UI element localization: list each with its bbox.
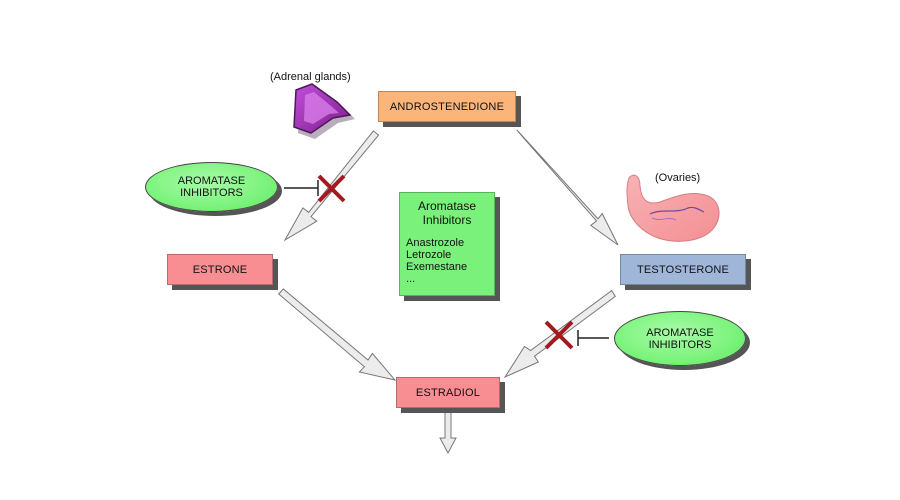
node-testosterone: TESTOSTERONE <box>620 254 746 285</box>
inhibitor-right-line2: INHIBITORS <box>648 338 712 351</box>
block-cross-left <box>317 174 346 203</box>
inhibitor-left-line1: AROMATASE <box>177 175 246 187</box>
drug-ellipsis: ... <box>406 273 416 285</box>
ovary-icon <box>626 174 720 242</box>
adrenal-gland-icon <box>293 83 355 139</box>
inhibitor-right-line1: AROMATASE <box>646 326 714 339</box>
drug-letrozole: Letrozole <box>406 249 452 261</box>
info-title-line1: Aromatase <box>417 199 477 213</box>
drug-exemestane: Exemestane <box>406 261 468 273</box>
adrenal-glands-label: (Adrenal glands) <box>270 71 351 83</box>
inhibitor-left-line2: INHIBITORS <box>180 187 243 199</box>
block-cross-right <box>544 320 574 350</box>
ovaries-label: (Ovaries) <box>655 172 701 184</box>
info-title-line2: Inhibitors <box>422 213 472 227</box>
info-box-title: Aromatase Inhibitors <box>406 199 488 227</box>
node-estrone: ESTRONE <box>167 254 273 285</box>
aromatase-inhibitors-ellipse-right: AROMATASE INHIBITORS <box>614 311 746 366</box>
aromatase-inhibitors-info-box: Aromatase Inhibitors Anastrozole Letrozo… <box>399 192 495 296</box>
aromatase-inhibitors-ellipse-left: AROMATASE INHIBITORS <box>145 162 278 212</box>
drug-anastrozole: Anastrozole <box>406 237 465 249</box>
arrow-androstenedione-to-testosterone <box>516 129 619 246</box>
node-estradiol: ESTRADIOL <box>396 377 500 408</box>
arrow-estrone-to-estradiol <box>277 288 397 381</box>
arrow-estradiol-down <box>439 411 457 455</box>
node-androstenedione: ANDROSTENEDIONE <box>378 91 516 122</box>
